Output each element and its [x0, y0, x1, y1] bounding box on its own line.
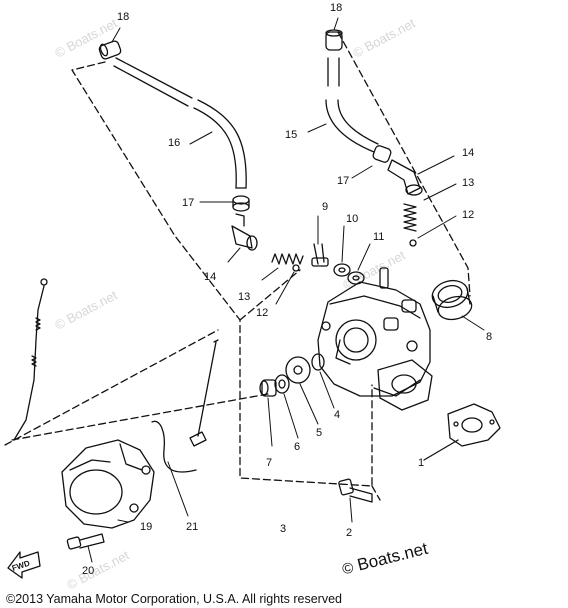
callouts: 18 18 16 15 17 17 14 14 13 13 12 12 9 10…	[11, 2, 492, 577]
fitting-14-left	[231, 213, 258, 251]
callout-19: 19	[140, 521, 152, 533]
callout-18-left: 18	[117, 11, 129, 23]
seal-ring-8	[431, 279, 473, 321]
spring-13-right	[403, 203, 417, 232]
callout-14-left: 14	[204, 271, 216, 283]
callout-13-left: 13	[238, 291, 250, 303]
callout-4: 4	[334, 409, 340, 421]
screw-9	[311, 243, 329, 267]
callout-16: 16	[168, 137, 180, 149]
cable-dashed-guide	[4, 329, 269, 446]
nut-7	[259, 379, 277, 397]
fitting-14-right	[387, 159, 423, 196]
cable-choke	[13, 278, 48, 441]
bolt-2	[338, 478, 373, 503]
spring-13-left	[271, 253, 304, 265]
callout-11: 11	[373, 231, 384, 243]
callout-6: 6	[294, 441, 300, 453]
washer-10	[333, 263, 351, 277]
watermark-text: © Boats.net	[52, 15, 120, 60]
clamp-17-left	[232, 195, 250, 212]
callout-7: 7	[266, 457, 272, 469]
callout-14-right: 14	[462, 147, 474, 159]
gasket	[423, 403, 501, 461]
callout-3: 3	[280, 523, 286, 535]
cap-18-left	[98, 40, 122, 60]
watermark-text: © Boats.net	[52, 287, 120, 332]
hose-16	[113, 57, 247, 189]
callout-8: 8	[486, 331, 492, 343]
callout-5: 5	[316, 427, 322, 439]
callout-2: 2	[346, 527, 352, 539]
callout-12-left: 12	[256, 307, 268, 319]
screw-20	[66, 533, 105, 550]
diaphragm-4	[311, 353, 325, 371]
callout-20: 20	[82, 565, 94, 577]
cable-21	[151, 339, 219, 473]
pump-body-1	[317, 267, 433, 411]
ball-12-right	[409, 239, 417, 247]
callout-17-right: 17	[337, 175, 349, 187]
clamp-17-right	[372, 145, 392, 163]
callout-10: 10	[346, 213, 358, 225]
ball-12-left	[292, 264, 300, 272]
callout-18-right: 18	[330, 2, 342, 14]
spacer-6	[274, 374, 290, 394]
callout-13-right: 13	[462, 177, 474, 189]
copyright-footer: ©2013 Yamaha Motor Corporation, U.S.A. A…	[6, 592, 342, 606]
diaphragm-5	[285, 356, 311, 384]
leader-lines	[87, 17, 485, 563]
callout-21: 21	[186, 521, 198, 533]
fwd-arrow-icon	[7, 551, 41, 579]
cover-19	[61, 439, 155, 529]
callout-9: 9	[322, 201, 328, 213]
callout-17-left: 17	[182, 197, 194, 209]
callout-15: 15	[285, 129, 297, 141]
assembly-dashed-outline	[71, 31, 471, 501]
cap-18-right	[325, 29, 343, 51]
watermark-text: © Boats.net	[350, 15, 418, 60]
watermark-text: © Boats.net	[64, 547, 132, 592]
watermarks: © Boats.net © Boats.net © Boats.net © Bo…	[52, 15, 418, 592]
callout-1: 1	[418, 457, 424, 469]
hose-15	[325, 57, 379, 153]
callout-12-right: 12	[462, 209, 474, 221]
